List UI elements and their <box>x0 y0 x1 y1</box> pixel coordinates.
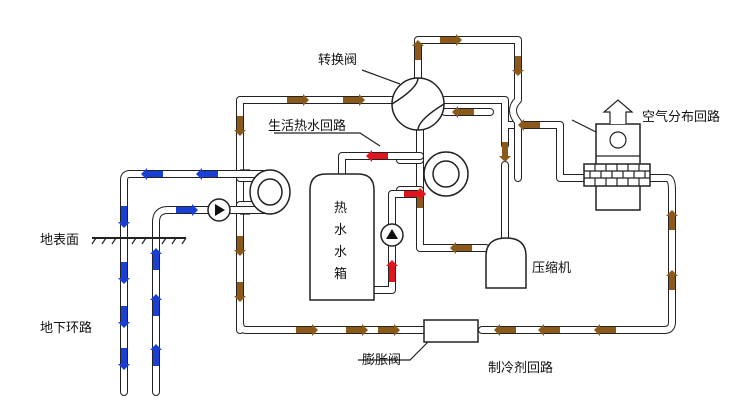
leader-lines <box>274 69 597 361</box>
refrigerant-arrow <box>343 94 365 106</box>
refrigerant-arrow <box>512 56 524 76</box>
tank-char-2: 水 <box>334 223 347 238</box>
ground-arrow <box>196 168 218 180</box>
refrigerant-arrow <box>450 242 472 254</box>
hot-water-pump-icon <box>380 223 404 247</box>
label-hot-water-loop: 生活热水回路 <box>268 118 346 134</box>
refrigerant-arrow <box>378 324 400 336</box>
refrigerant-arrow <box>234 282 246 302</box>
switch-valve-icon <box>391 77 445 131</box>
ground-arrow <box>150 294 162 316</box>
ground-surface-line <box>91 237 187 245</box>
refrigerant-arrow <box>494 324 516 336</box>
ground-loop-arrows <box>118 168 218 370</box>
refrigerant-arrow <box>412 40 424 60</box>
refrigerant-arrow <box>538 324 560 336</box>
label-switch-valve: 转换阀 <box>318 53 357 68</box>
tank-char-4: 箱 <box>334 266 347 282</box>
expansion-valve-icon <box>423 319 479 343</box>
refrigerant-arrow <box>440 34 462 46</box>
refrigerant-arrow <box>594 324 616 336</box>
refrigerant-arrows <box>234 34 678 336</box>
compressor-icon <box>485 237 527 289</box>
ground-arrow <box>150 248 162 270</box>
hot-water-tank <box>309 173 375 301</box>
label-refrigerant-loop: 制冷剂回路 <box>488 360 553 376</box>
ground-loop-pipes <box>120 170 272 396</box>
refrigerant-arrow <box>234 116 246 136</box>
ground-arrow <box>176 204 198 216</box>
refrigerant-arrow <box>287 94 309 106</box>
label-compressor: 压缩机 <box>532 260 571 276</box>
hot-water-arrows <box>366 150 426 282</box>
refrigerant-arrow <box>666 210 678 230</box>
label-air-distribution-loop: 空气分布回路 <box>642 109 720 125</box>
refrigerant-arrow <box>234 236 246 256</box>
fan-arrow-icon <box>602 99 634 124</box>
ground-arrow <box>118 306 130 328</box>
hot-water-arrow <box>404 188 426 200</box>
hot-water-arrow <box>386 260 398 282</box>
ground-arrow <box>118 262 130 284</box>
refrigerant-arrow <box>452 106 474 118</box>
refrigerant-arrow <box>296 324 318 336</box>
finned-coil-icon <box>583 163 651 187</box>
ground-arrow <box>118 206 130 228</box>
hot-water-coil-icon <box>423 151 469 197</box>
ground-coil-icon <box>240 169 291 215</box>
ground-pump-icon <box>207 198 231 222</box>
refrigerant-arrow <box>666 270 678 290</box>
ground-arrow <box>118 348 130 370</box>
label-ground-surface: 地表面 <box>40 233 79 248</box>
tank-char-1: 热 <box>334 201 347 216</box>
label-underground-loop: 地下环路 <box>40 320 92 336</box>
ground-arrow <box>141 168 163 180</box>
tank-char-3: 水 <box>334 245 347 260</box>
refrigerant-arrow <box>499 142 511 162</box>
hot-water-arrow <box>366 150 388 162</box>
refrigerant-arrow <box>346 324 368 336</box>
refrigerant-arrow <box>518 119 540 131</box>
label-expansion-valve: 膨胀阀 <box>362 353 401 368</box>
ground-arrow <box>150 344 162 366</box>
